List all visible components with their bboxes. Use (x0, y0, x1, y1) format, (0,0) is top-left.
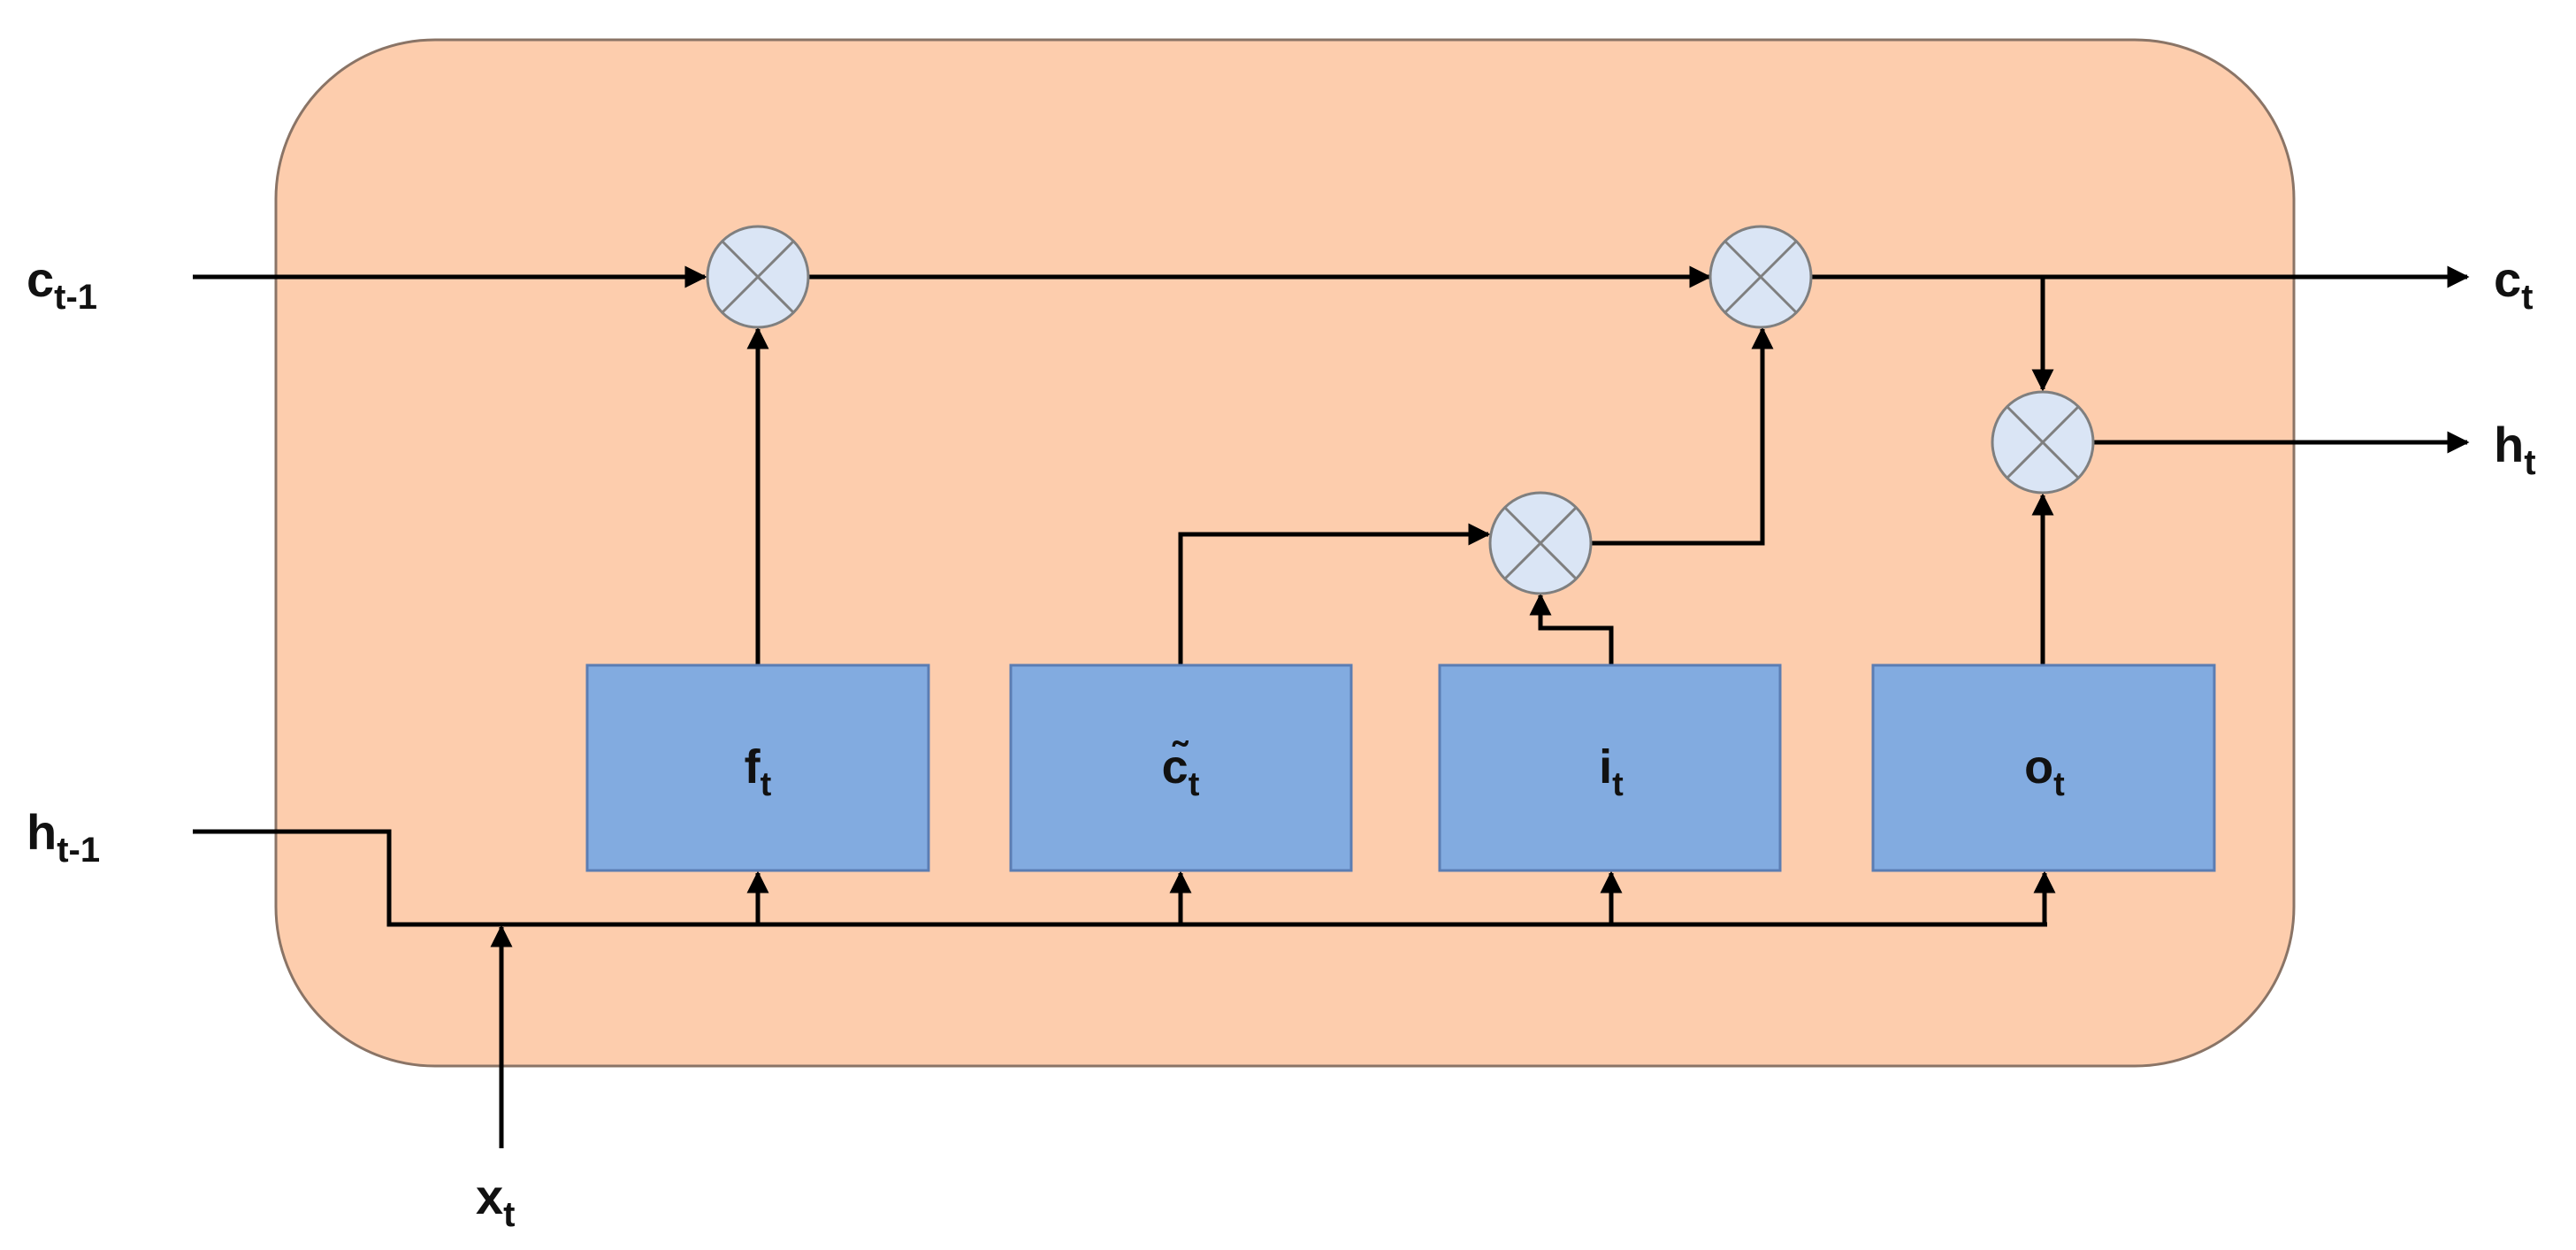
label-hidden-out: ht (2494, 417, 2536, 482)
lstm-cell-container (274, 38, 2296, 1068)
forget-multiplier-cross-b (721, 240, 795, 314)
gate-candidate-box (1009, 663, 1353, 872)
wire-mult-to-add (1592, 326, 1774, 546)
gate-forget-box (585, 663, 930, 872)
label-input-x: xt (476, 1169, 515, 1234)
gate-forget-label: ft (745, 740, 772, 803)
connection-wires (193, 265, 2470, 1148)
circled-times-icon (1991, 390, 2095, 495)
input-multiplier-cross-b (1503, 506, 1578, 580)
gate-forget: ft (585, 663, 930, 872)
gate-input-label: it (1599, 740, 1624, 803)
add-multiplier-cross-b (1724, 240, 1798, 314)
gate-output-box (1871, 663, 2216, 872)
gate-output-label: ot (2024, 740, 2065, 803)
gate-candidate-label: c̃t (1162, 740, 1200, 803)
gate-candidate: c̃t (1009, 663, 1353, 872)
wire-candidate-to-mult (1178, 523, 1491, 665)
circled-times-icon (1708, 225, 1813, 329)
label-prev-hidden: ht-1 (27, 804, 100, 870)
gate-input: it (1438, 663, 1782, 872)
circled-times-icon (1488, 491, 1593, 595)
label-prev-cell: ct-1 (27, 251, 97, 317)
output-multiplier-cross-b (2006, 405, 2080, 479)
label-cell-out: ct (2494, 251, 2533, 317)
gate-input-box (1438, 663, 1782, 872)
circled-times-icon (706, 225, 810, 329)
wire-input-gate-to-mult (1529, 593, 1614, 665)
gate-output: ot (1871, 663, 2216, 872)
wire-prev-hidden-bus (193, 829, 2047, 927)
